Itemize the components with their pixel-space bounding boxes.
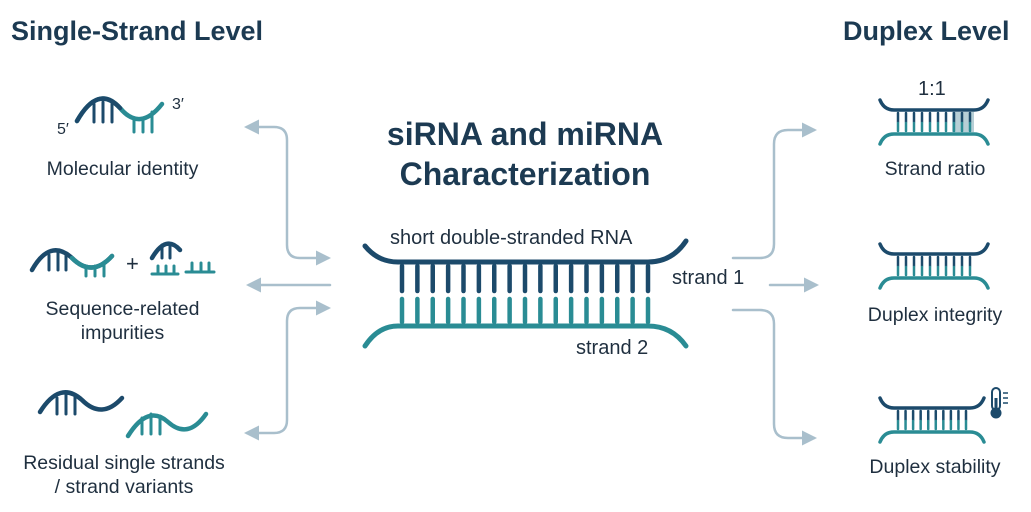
single-strand-icon [74,96,165,134]
thermometer-icon [990,387,1008,419]
impurity-strands-icon [29,241,216,278]
arrow-residual [244,300,331,441]
strand-ratio-value: 1:1 [918,78,946,100]
main-title-line2: Characterization [399,156,651,192]
strand-ratio-icon [878,98,990,146]
arrows [244,119,819,446]
strand2-label: strand 2 [576,337,649,359]
sequence-related-label: Sequence-related [45,298,200,320]
single-strand-level-heading: Single-Strand Level [11,16,264,46]
strand-variants-label: / strand variants [54,476,194,498]
five-prime-label: 5′ [57,121,69,138]
duplex-caption: short double-stranded RNA [390,227,633,249]
main-title-line1: siRNA and miRNA [386,116,664,152]
residual-strands-icon [37,390,209,439]
strand1-backbone [362,238,689,265]
strand2-backbone [362,323,689,349]
base-pairs [399,263,651,325]
arrow-stability [731,308,817,446]
central-duplex [362,238,689,349]
duplex-stability-icon [878,396,986,444]
strand-ratio-label: Strand ratio [884,158,986,180]
molecular-identity-label: Molecular identity [46,158,199,180]
arrow-identity [244,119,331,266]
plus-sign: + [126,251,139,276]
three-prime-label: 3′ [172,96,184,113]
duplex-stability-label: Duplex stability [869,456,1001,478]
duplex-integrity-label: Duplex integrity [867,304,1003,326]
impurities-label: impurities [80,322,165,344]
duplex-integrity-icon [878,242,990,290]
duplex-level-heading: Duplex Level [843,16,1010,46]
residual-strands-label: Residual single strands [23,452,225,474]
arrow-ratio [731,122,817,260]
strand1-label: strand 1 [672,267,745,289]
